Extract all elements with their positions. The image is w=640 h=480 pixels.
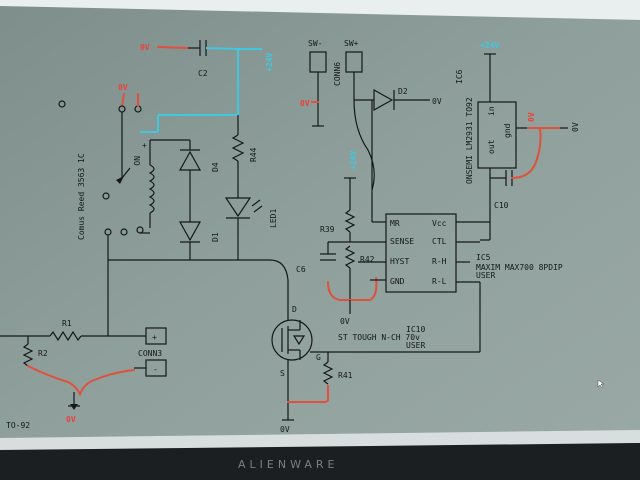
label-c10: C10 (494, 201, 509, 210)
label-d4: D4 (211, 162, 220, 172)
mouse-cursor (597, 379, 605, 389)
monitor-bezel (0, 443, 640, 480)
conn3-plus-terminal (145, 327, 167, 345)
relay-pin-bm (120, 228, 128, 236)
label-r44: R44 (249, 147, 258, 162)
label-r39: R39 (320, 225, 335, 234)
label-led1: LED1 (269, 209, 278, 228)
resistor-r2 (22, 343, 34, 367)
ic6-pin-gnd: gnd (503, 123, 512, 138)
conn3-minus-terminal (145, 359, 167, 377)
ic5-pin-vcc: Vcc (432, 219, 447, 228)
bezel-brand: ALIENWARE (238, 458, 338, 471)
ic5-description: MAXIM MAX700 8PDIP (476, 263, 563, 272)
ic5-pin-sense: SENSE (390, 237, 414, 246)
resistor-r39 (344, 209, 356, 233)
ic5-pin-rl: R-L (432, 277, 447, 286)
gnd-label-c2: 0V (140, 43, 150, 52)
relay-contact-arrow (116, 176, 124, 184)
label-c6: C6 (296, 265, 306, 274)
ic10-description: ST TOUGH N-CH 70v (338, 333, 420, 342)
led1-symbol (224, 197, 252, 218)
ic5-pin-gnd: GND (390, 277, 405, 286)
supply-label-r39: +24V (349, 151, 358, 170)
label-d1: D1 (211, 232, 220, 242)
label-r42: R42 (360, 255, 375, 264)
gnd-label-d2: 0V (432, 97, 442, 106)
conn3-minus-sign: - (153, 365, 158, 374)
ic6-pin-out: out (487, 139, 496, 154)
label-c2: C2 (198, 69, 208, 78)
gnd-label-r42: 0V (340, 317, 350, 326)
relay-plus-mark: + (142, 141, 147, 150)
label-r1: R1 (62, 319, 72, 328)
label-r41: R41 (338, 371, 353, 380)
label-to92: TO-92 (6, 421, 30, 430)
ic5-package (385, 213, 457, 293)
label-ic10: IC10 (406, 325, 425, 334)
target-mark (58, 100, 66, 108)
monitor-screen (0, 0, 640, 440)
supply-label-top: +24V (265, 53, 274, 72)
ic6-description: ONSEMI LM2931 TO92 (465, 97, 474, 184)
diode-d2 (373, 88, 394, 112)
ic6-package (477, 101, 517, 169)
gnd-label-left: 0V (66, 415, 76, 424)
resistor-r41 (322, 361, 334, 385)
relay-pin-ml (102, 192, 110, 200)
mosfet-body-diode (292, 335, 306, 346)
label-sw-minus: SW- (308, 39, 322, 48)
ic5-pin-ctl: CTL (432, 237, 447, 246)
ground-arrow-left (70, 404, 78, 410)
gnd-label-relay: 0V (118, 83, 128, 92)
gnd-label-sw: 0V (300, 99, 310, 108)
conn3-plus-sign: + (152, 333, 157, 342)
ic5-user: USER (476, 271, 495, 280)
label-ic5: IC5 (476, 253, 491, 262)
ic5-pin-rh: R-H (432, 257, 447, 266)
ic5-pin-hyst: HYST (390, 257, 409, 266)
label-conn3: CONN3 (138, 349, 162, 358)
relay-coil (148, 164, 155, 214)
mosfet-pin-g: G (316, 353, 321, 362)
supply-label-ic6: +24V (480, 41, 499, 50)
resistor-r1 (49, 330, 82, 342)
label-ic6: IC6 (455, 69, 464, 84)
mosfet-pin-d: D (292, 305, 297, 314)
window-top-strip (0, 0, 640, 20)
gnd-label-ic6: 0V (571, 122, 580, 132)
mosfet-pin-s: S (280, 369, 285, 378)
resistor-r44 (231, 134, 245, 162)
gnd-label-mosfet: 0V (280, 425, 290, 434)
relay-pin-label: NO (132, 156, 141, 166)
ic5-pin-mr: MR (390, 219, 400, 228)
label-sw-plus: SW+ (344, 39, 359, 48)
label-d2: D2 (398, 87, 408, 96)
label-r2: R2 (38, 349, 48, 358)
ic10-user: USER (406, 341, 425, 350)
mosfet-ic10 (271, 319, 313, 361)
gnd-label-ic6-red: 0V (527, 112, 536, 122)
diode-d1 (178, 221, 202, 242)
label-conn6: CONN6 (333, 62, 342, 86)
relay-description: Comus Reed 3563 1C (77, 153, 86, 240)
ic6-pin-in: in (487, 106, 496, 116)
resistor-r42 (344, 245, 356, 269)
